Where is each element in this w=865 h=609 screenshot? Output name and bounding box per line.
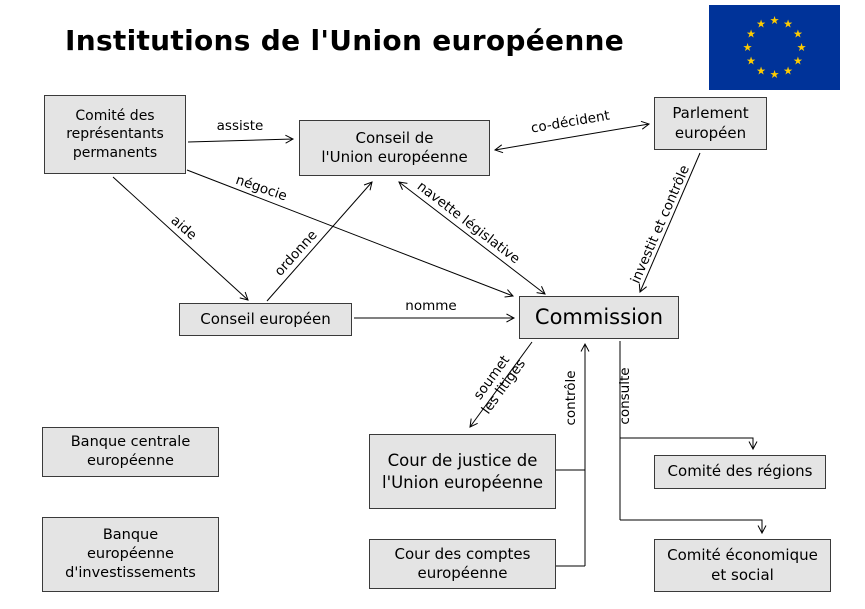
star-icon: ★ — [793, 55, 803, 68]
node-conseil-europeen: Conseil européen — [179, 303, 352, 336]
star-icon: ★ — [743, 41, 753, 54]
node-label-line: Comité économique — [667, 546, 818, 564]
edge-consulte: consulte — [617, 341, 767, 535]
edge-label-consulte: consulte — [617, 367, 633, 424]
node-label-line: européenne — [87, 453, 174, 469]
edge-aide: aide — [112, 176, 249, 301]
edge-label-controle: contrôle — [563, 370, 579, 425]
star-icon: ★ — [797, 41, 807, 54]
star-icon: ★ — [770, 14, 780, 27]
eu-flag-stars-icon: ★ ★ ★ ★ ★ ★ ★ ★ ★ ★ ★ ★ — [743, 14, 807, 81]
edge-label-navette-legislative: navette législative — [414, 178, 523, 267]
node-label-line: Cour des comptes — [394, 544, 531, 563]
node-label-line: Banque centrale — [70, 434, 191, 451]
star-icon: ★ — [746, 55, 756, 68]
node-label-line: l'Union européenne — [381, 472, 543, 492]
node-cour-des-comptes: Cour des comptes européenne — [369, 539, 556, 589]
star-icon: ★ — [770, 68, 780, 81]
node-label-line: Comité des régions — [667, 462, 813, 481]
star-icon: ★ — [793, 28, 803, 41]
node-label-line: permanents — [72, 144, 158, 161]
edge-label-investit-et-controle: investit et contrôle — [628, 163, 693, 286]
node-cour-de-justice: Cour de justice de l'Union européenne — [369, 434, 556, 509]
edge-negocie: négocie — [186, 169, 514, 298]
edge-assiste: assiste — [187, 118, 295, 144]
eu-flag: ★ ★ ★ ★ ★ ★ ★ ★ ★ ★ ★ ★ — [709, 5, 840, 90]
star-icon: ★ — [783, 64, 793, 77]
node-label-line: représentants — [66, 126, 164, 143]
node-label-line: Conseil européen — [200, 309, 331, 328]
star-icon: ★ — [756, 64, 766, 77]
node-comite-economique-et-social: Comité économique et social — [654, 539, 831, 592]
node-label-line: et social — [711, 565, 774, 584]
node-label-line: Parlement — [672, 104, 749, 122]
node-label-line: Comité des — [75, 108, 155, 125]
edge-label-negocie: négocie — [234, 172, 289, 204]
node-commission: Commission — [519, 296, 679, 339]
node-label-line: européen — [674, 123, 747, 142]
star-icon: ★ — [783, 18, 793, 31]
edge-investit-et-controle: investit et contrôle — [628, 152, 701, 293]
edge-label-ordonne: ordonne — [271, 227, 320, 279]
edge-nomme: nomme — [354, 298, 516, 323]
node-comite-des-regions: Comité des régions — [654, 455, 826, 489]
edge-soumet-les-litiges: soumet les litiges — [469, 341, 533, 428]
node-comite-representants-permanents: Comité des représentants permanents — [44, 95, 186, 174]
diagram-title: Institutions de l'Union européenne — [65, 24, 625, 57]
node-banque-centrale-europeenne: Banque centrale européenne — [42, 427, 219, 477]
star-icon: ★ — [756, 18, 766, 31]
node-banque-europeenne-investissements: Banque européenne d'investissements — [42, 517, 219, 592]
node-label-line: européenne — [417, 564, 508, 582]
edge-label-aide: aide — [167, 212, 199, 243]
star-icon: ★ — [746, 28, 756, 41]
node-label-line: Banque — [102, 527, 159, 544]
node-label-line: Conseil de — [355, 128, 434, 147]
node-label-line: l'Union européenne — [321, 148, 468, 166]
eu-flag-field — [709, 5, 840, 90]
node-label-line: européenne — [87, 546, 174, 563]
node-label-line: Commission — [534, 304, 664, 329]
edge-co-decident: co-décident — [493, 108, 651, 154]
edge-controle: contrôle — [556, 342, 590, 567]
node-label-line: d'investissements — [65, 564, 196, 581]
node-label-line: Cour de justice de — [387, 451, 538, 471]
edge-label-nomme: nomme — [405, 298, 456, 314]
node-conseil-union-europeenne: Conseil de l'Union européenne — [299, 120, 490, 176]
edge-label-assiste: assiste — [217, 118, 264, 134]
edge-navette-legislative: navette législative — [398, 178, 546, 295]
node-parlement-europeen: Parlement européen — [654, 97, 767, 150]
